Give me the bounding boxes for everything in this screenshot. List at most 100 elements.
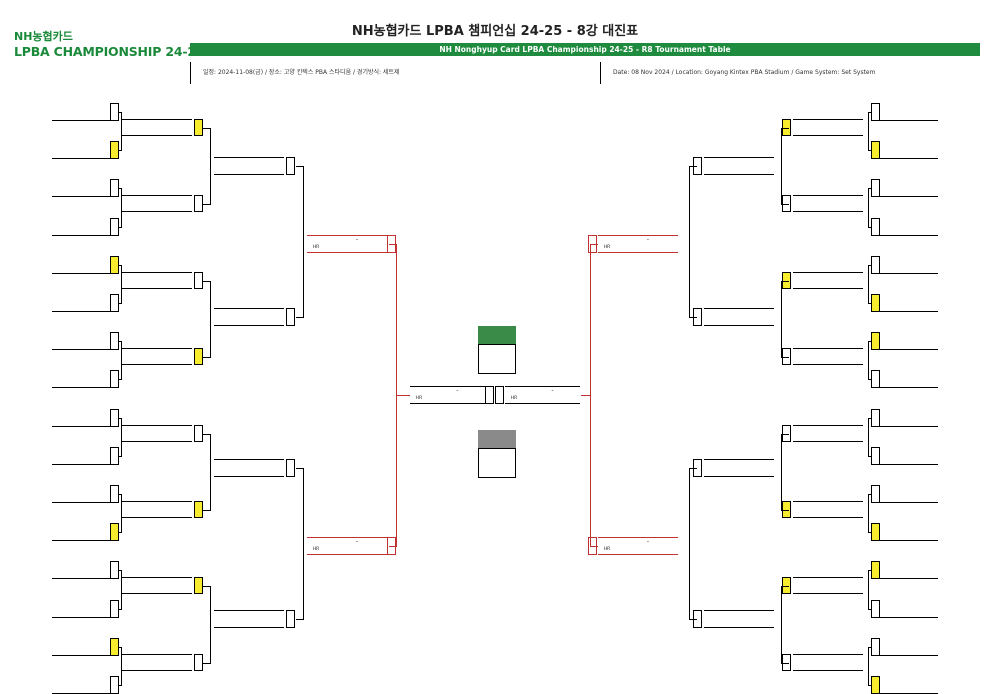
player-score <box>871 676 880 694</box>
player-score <box>110 141 119 160</box>
match-score <box>194 119 203 136</box>
bracket-line <box>868 570 869 609</box>
player-box <box>880 256 938 274</box>
match-score <box>194 501 203 518</box>
player-box <box>880 447 938 465</box>
player-score <box>110 179 119 198</box>
match-box <box>214 459 284 477</box>
bracket-line <box>119 455 122 457</box>
match-dash: - <box>646 538 650 545</box>
player-box <box>52 485 110 503</box>
match-box <box>214 308 284 326</box>
page-title: NH농협카드 LPBA 챔피언십 24-25 - 8강 대진표 <box>351 24 639 39</box>
player-score <box>110 255 119 274</box>
player-box <box>52 638 110 656</box>
player-box <box>52 294 110 312</box>
player-score <box>871 446 880 465</box>
match-score <box>782 653 791 671</box>
bracket-line <box>203 128 211 129</box>
bracket-line <box>203 204 211 206</box>
bracket-line <box>119 226 122 228</box>
player-score <box>110 599 119 618</box>
bracket-line-red <box>581 395 591 396</box>
player-score <box>871 370 880 389</box>
bracket-line <box>119 150 122 152</box>
bracket-line <box>868 226 871 228</box>
bracket-line <box>868 417 871 419</box>
bracket-line <box>689 166 690 317</box>
bracket-line <box>119 646 122 648</box>
bracket-line <box>781 280 789 282</box>
bracket-line <box>121 188 122 227</box>
info-english: Date: 08 Nov 2024 / Location: Goyang Kin… <box>600 62 980 84</box>
bracket-line <box>868 150 871 152</box>
player-box <box>52 409 110 427</box>
bracket-line <box>689 468 690 619</box>
bracket-line <box>868 608 871 610</box>
bracket-line <box>689 166 697 167</box>
match-score <box>782 195 791 213</box>
bracket-line <box>296 468 304 469</box>
bracket-line <box>689 619 697 620</box>
match-box <box>122 501 192 518</box>
bracket-line <box>119 417 122 419</box>
player-score <box>871 523 880 542</box>
player-score <box>110 332 119 351</box>
bracket-line <box>296 166 304 167</box>
bracket-line <box>119 341 122 343</box>
bracket-line <box>203 586 211 588</box>
bracket-line <box>121 112 122 151</box>
bracket-line <box>121 341 122 380</box>
bracket-line <box>781 510 789 511</box>
match-score <box>782 119 791 136</box>
player-box <box>52 523 110 542</box>
match-box <box>704 459 774 477</box>
bracket-line <box>868 112 869 151</box>
player-score <box>110 103 119 121</box>
bracket-line <box>203 433 211 435</box>
player-score <box>871 255 880 274</box>
bracket-line <box>868 685 871 686</box>
bracket-line <box>121 264 122 303</box>
player-score <box>871 637 880 656</box>
player-score <box>110 485 119 503</box>
bracket-line <box>119 570 122 572</box>
match-score <box>194 271 203 289</box>
player-score <box>871 141 880 160</box>
match-hr: HR <box>603 547 611 552</box>
player-box <box>52 218 110 236</box>
match-score-empty <box>485 386 494 404</box>
bracket-line <box>303 166 304 317</box>
match-box <box>214 157 284 175</box>
match-score <box>782 424 791 442</box>
bracket-line <box>868 188 871 190</box>
match-score-empty <box>286 308 295 326</box>
runner-up-label <box>478 430 516 448</box>
match-box <box>307 235 387 253</box>
match-box <box>122 577 192 595</box>
match-score <box>782 577 791 595</box>
match-box <box>122 653 192 671</box>
bracket-line <box>868 570 871 572</box>
player-box <box>880 600 938 618</box>
match-score <box>194 348 203 366</box>
player-score <box>871 599 880 618</box>
match-box <box>598 235 678 253</box>
bracket-line-red <box>590 244 598 245</box>
match-box <box>793 119 863 136</box>
player-score <box>871 179 880 198</box>
bracket-line <box>781 128 789 129</box>
bracket-line <box>121 417 122 456</box>
match-box <box>122 195 192 213</box>
player-box <box>880 332 938 351</box>
bracket-line <box>121 494 122 533</box>
bracket-line <box>781 586 789 588</box>
player-box <box>880 294 938 312</box>
bracket-line <box>303 468 304 619</box>
bracket-line <box>119 608 122 610</box>
match-box <box>793 501 863 518</box>
match-box <box>704 157 774 175</box>
bracket-line <box>119 532 122 534</box>
player-box <box>880 561 938 580</box>
match-box <box>793 653 863 671</box>
